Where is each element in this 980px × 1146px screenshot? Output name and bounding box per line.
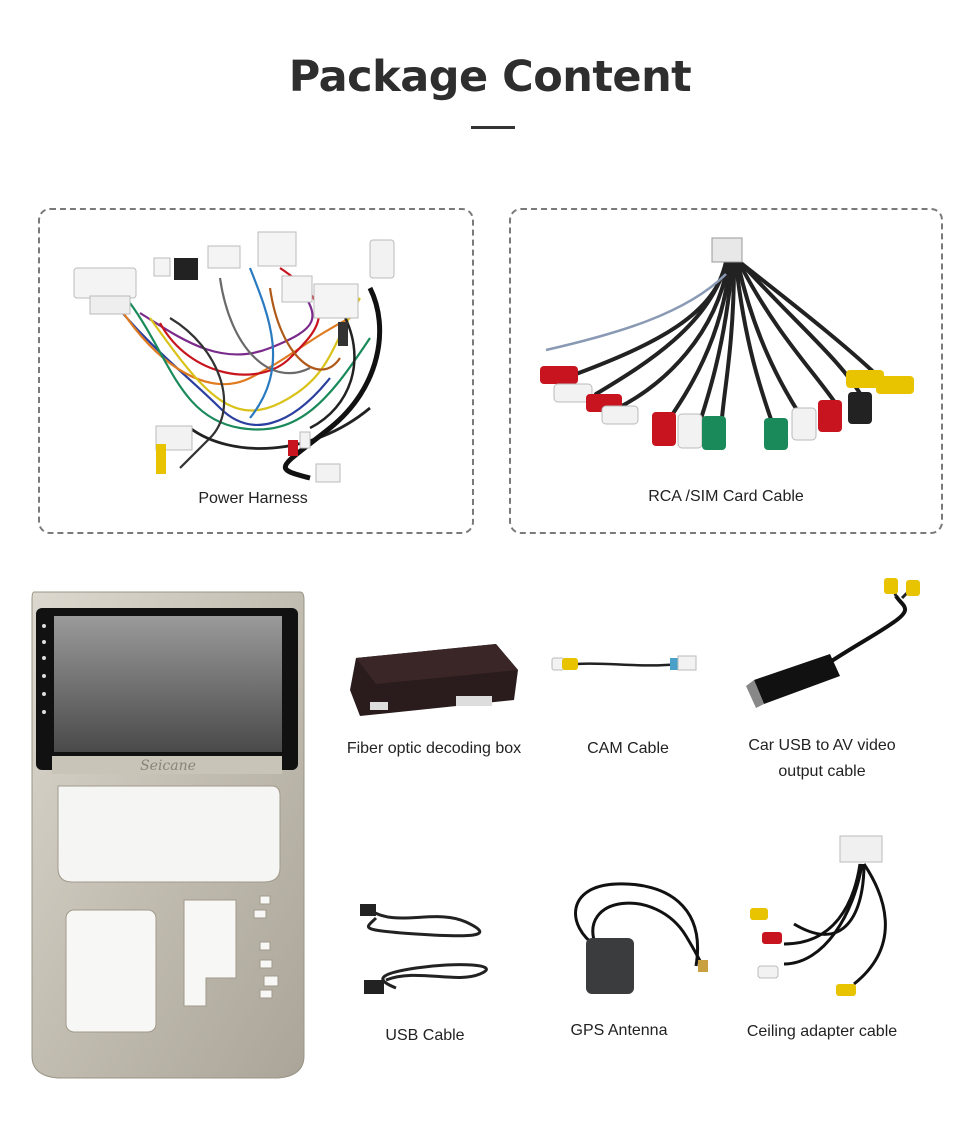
rca-sim-label: RCA /SIM Card Cable	[648, 488, 804, 505]
gps-antenna-image	[556, 876, 716, 998]
power-harness-card	[38, 208, 474, 534]
cam-cable-label: CAM Cable	[587, 740, 669, 757]
seicane-logo: Seicane	[140, 758, 196, 774]
gps-antenna-label: GPS Antenna	[570, 1022, 668, 1039]
power-harness-label: Power Harness	[198, 490, 308, 507]
usb-av-label-line1: Car USB to AV video	[748, 737, 896, 754]
ceiling-cable-image	[744, 834, 914, 1004]
cam-cable-image	[550, 652, 700, 682]
fiber-box-label: Fiber optic decoding box	[346, 740, 522, 757]
title-underline	[471, 126, 515, 129]
head-unit-image: Seicane	[28, 586, 306, 1080]
usb-cable-label: USB Cable	[385, 1027, 465, 1044]
ceiling-cable-label: Ceiling adapter cable	[746, 1023, 898, 1040]
usb-av-label-line2: output cable	[778, 763, 866, 780]
page-title: Package Content	[288, 52, 692, 102]
rca-sim-image	[536, 234, 926, 452]
fiber-box-image	[346, 640, 520, 718]
power-harness-image	[70, 228, 440, 486]
usb-av-image	[744, 576, 930, 716]
usb-cable-image	[356, 888, 490, 1006]
